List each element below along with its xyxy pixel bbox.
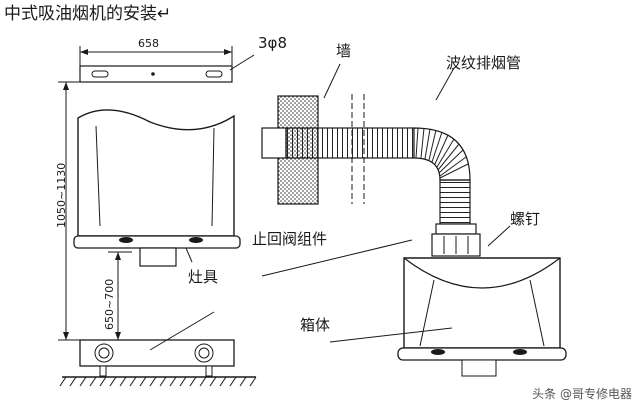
stove-dimension-label: 650~700: [103, 278, 116, 330]
stove: [59, 311, 257, 387]
stove-dimension: [108, 251, 132, 340]
wall-label: 墙: [336, 42, 352, 60]
width-dimension-label: 658: [138, 37, 159, 50]
corrugated-duct: [261, 67, 471, 225]
right-hood: [261, 223, 567, 377]
mounting-bracket: [79, 54, 255, 83]
watermark: 头条 @哥专修电器: [532, 387, 632, 401]
width-dimension: [79, 46, 233, 70]
duct-label: 波纹排烟管: [446, 54, 522, 72]
cabinet-label: 箱体: [300, 316, 331, 334]
check-valve-label: 止回阀组件: [252, 230, 328, 248]
height-dimension: [58, 81, 80, 341]
screw-label: 螺钉: [510, 210, 541, 228]
stove-label: 灶具: [188, 268, 219, 286]
diagram-title: 中式吸油烟机的安装↵: [4, 4, 172, 24]
height-dimension-label: 1050~1130: [55, 162, 68, 228]
screw-holes-label: 3φ8: [258, 34, 287, 52]
left-hood: [73, 109, 241, 267]
